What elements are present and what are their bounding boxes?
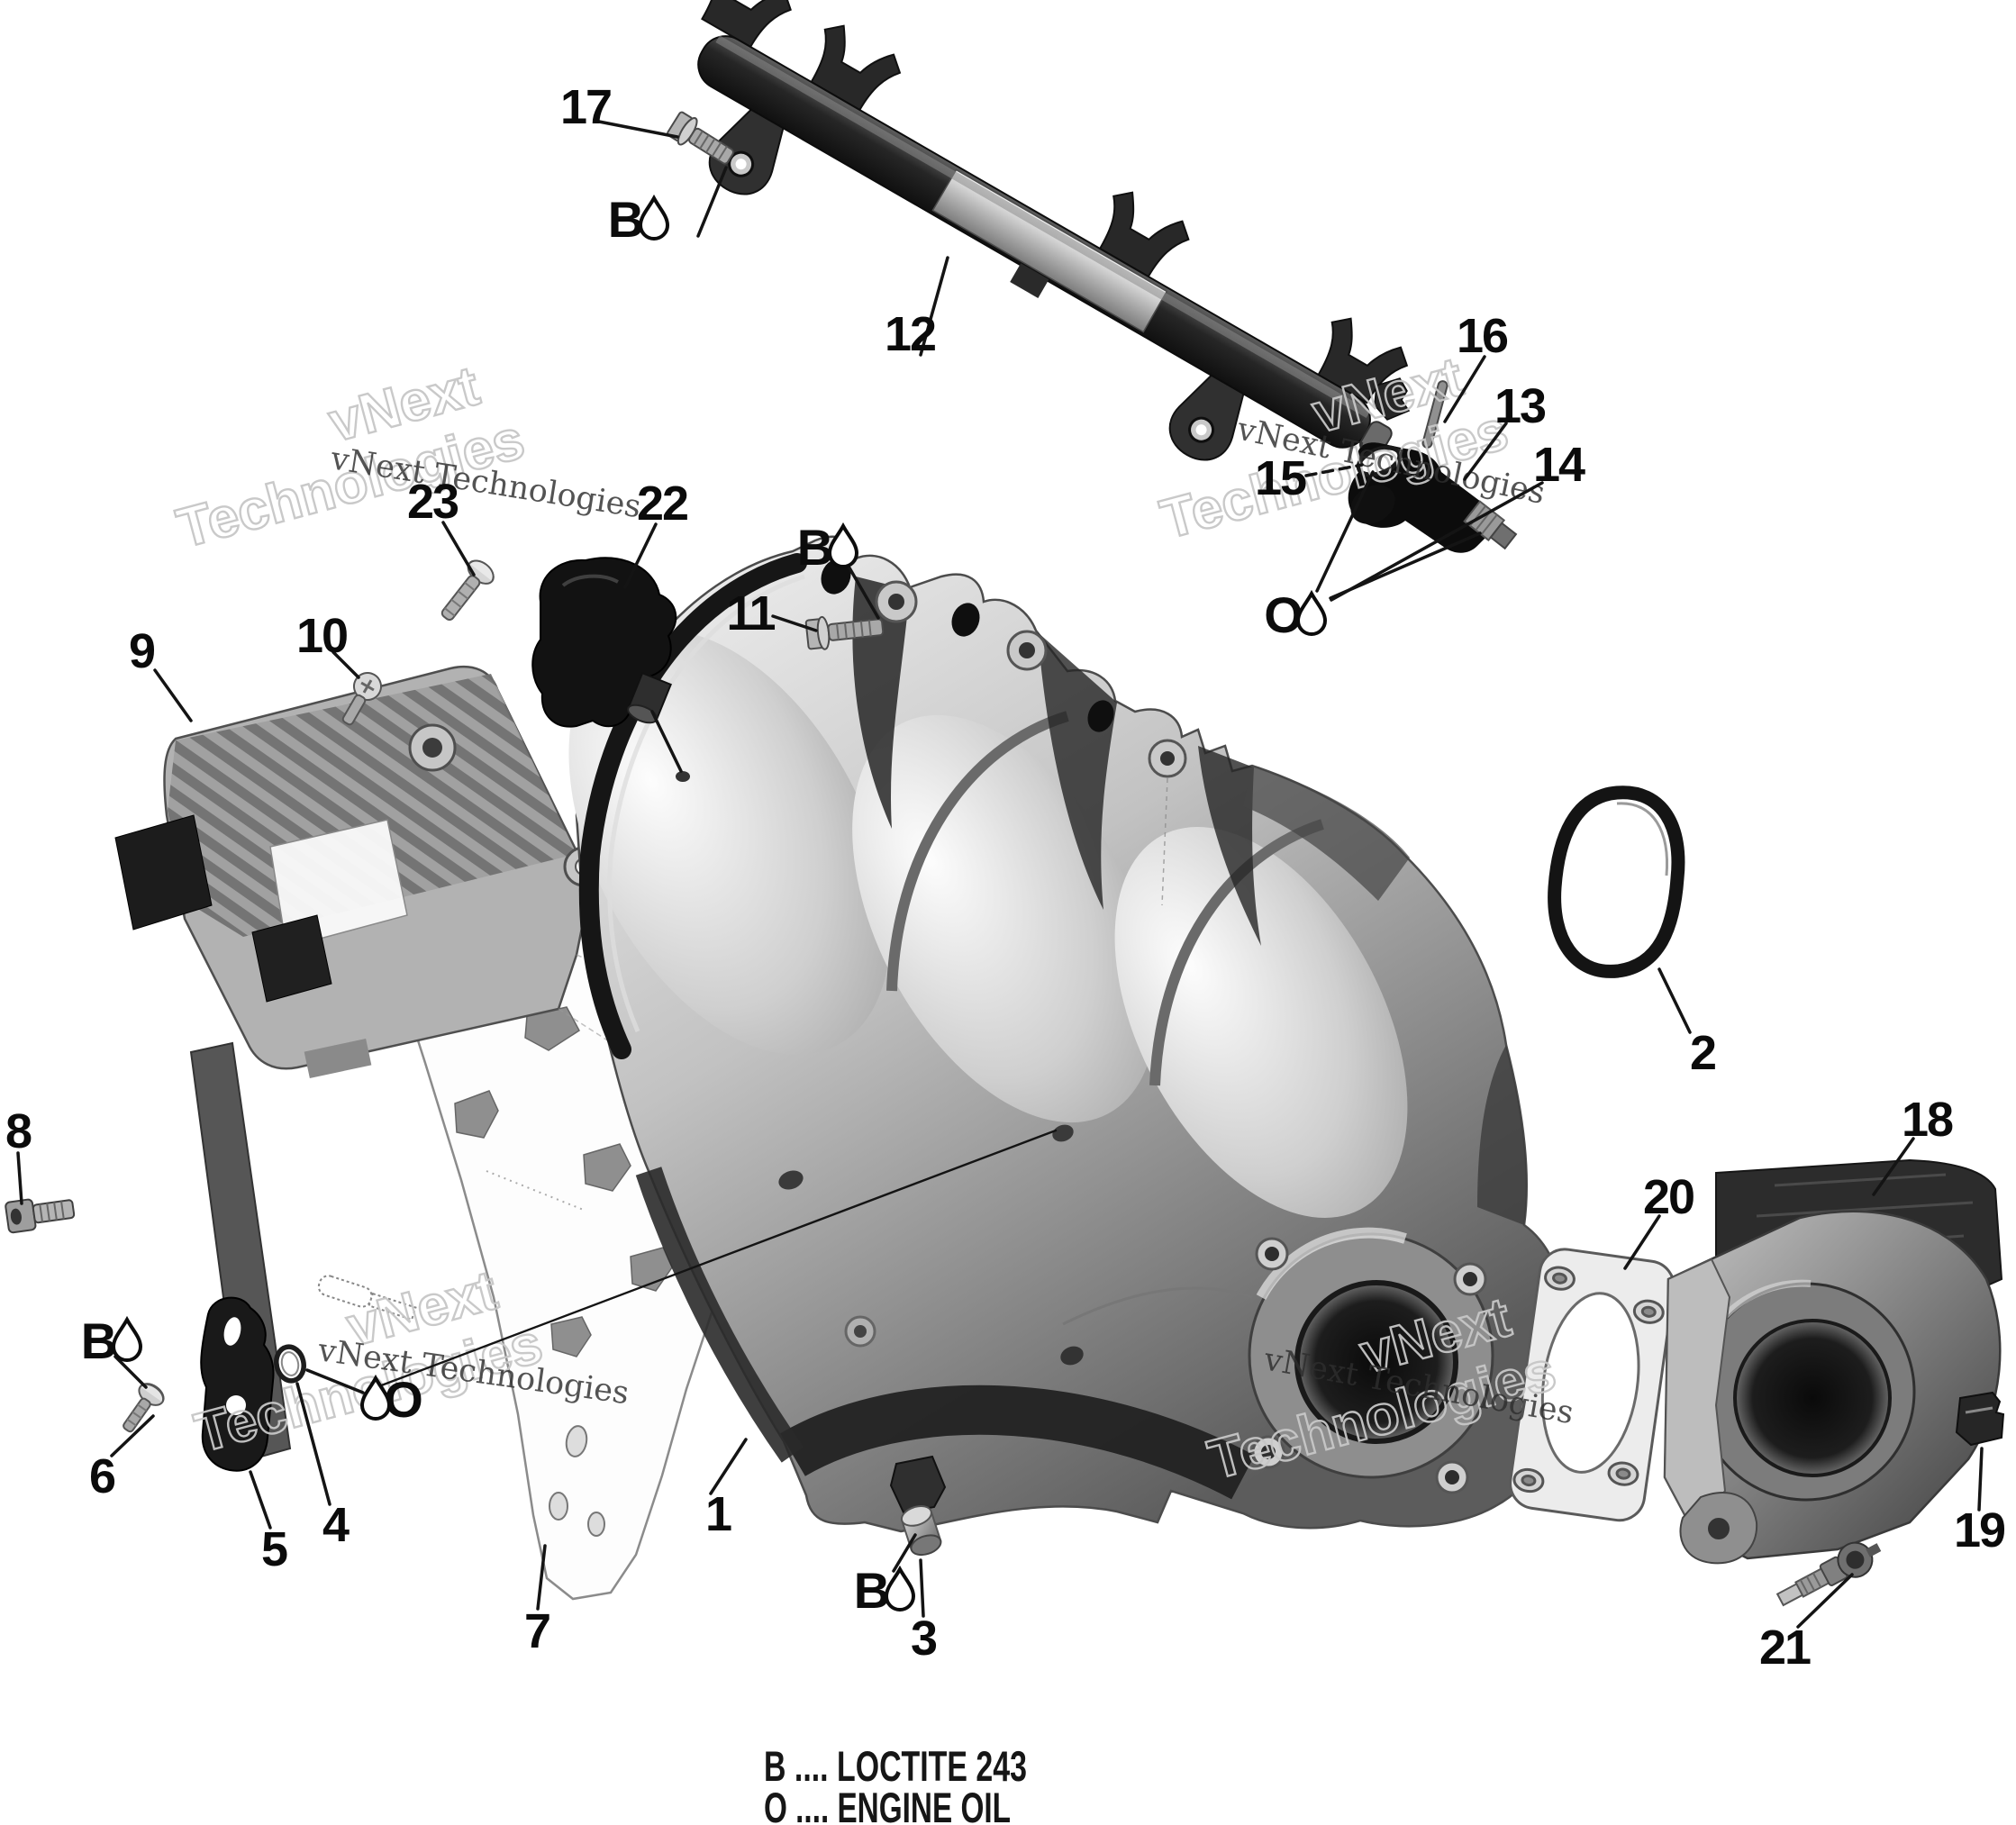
symbol-o-mark-4: O [1264,586,1328,643]
part-label-21: 21 [1759,1621,1811,1675]
part-label-1: 1 [705,1487,731,1541]
part-8-screw [5,1198,76,1234]
leader-line-8 [1329,531,1482,600]
part-22-map-sensor [531,557,677,728]
part-label-16: 16 [1457,309,1508,363]
legend-line-b: B .... LOCTITE 243 [764,1742,1027,1790]
part-20-gasket [1509,1248,1675,1522]
symbol-letter-B: B [854,1562,890,1619]
leader-lines [16,120,1984,1629]
leader-line-0 [597,120,679,139]
leader-line-24 [249,1470,272,1530]
part-15-o-ring [1356,445,1403,477]
leader-line-5 [1330,481,1544,602]
part-10-screw [341,672,382,726]
symbol-marks: B B B B O O [81,191,1328,1619]
phantom-screw [317,1275,417,1321]
leader-line-2 [919,256,949,357]
symbol-letter-O: O [1264,586,1303,643]
leader-line-26 [305,1368,365,1394]
leader-line-11 [650,710,683,773]
part-label-13: 13 [1494,379,1546,433]
part-17-bolt [667,111,734,165]
leader-line-1 [696,166,728,238]
symbol-b-mark-2: B [81,1312,143,1369]
oil-drop-icon [111,1315,143,1362]
legend-line-o: O .... ENGINE OIL [764,1784,1011,1825]
oil-drop-icon [359,1374,392,1421]
part-label-18: 18 [1902,1093,1953,1147]
part-label-8: 8 [5,1104,32,1158]
oil-drop-icon [638,194,670,241]
part-label-5: 5 [261,1522,287,1576]
leader-line-20 [1796,1573,1854,1629]
part-label-9: 9 [129,624,155,678]
part-18-throttle-body [1663,1158,2003,1565]
part-21-sensor [1775,1541,1882,1607]
part-label-20: 20 [1643,1170,1694,1224]
oil-drop-icon [827,522,859,568]
part-label-11: 11 [726,586,775,640]
leader-line-17 [1872,1137,1915,1196]
oil-drop-icon [884,1565,916,1612]
symbol-b-mark-3: B [854,1562,916,1619]
part-23-screw [440,559,495,621]
leader-line-12 [331,650,360,679]
part-label-19: 19 [1954,1503,2005,1557]
part-5-rubber-mount [200,1296,275,1472]
part-4-o-ring [274,1344,306,1384]
leader-line-13 [153,668,193,722]
part-label-6: 6 [89,1449,115,1503]
leader-line-14 [771,614,818,632]
leader-line-4 [1463,422,1508,481]
part-label-4: 4 [322,1498,350,1552]
leader-line-25 [295,1382,331,1506]
part-label-14: 14 [1533,438,1585,492]
part-6-screw [123,1383,165,1433]
leader-line-3 [1443,355,1486,423]
symbol-b-mark-0: B [608,191,670,248]
leader-line-7 [1315,470,1375,593]
part-label-22: 22 [637,477,687,531]
leader-line-16 [1657,967,1692,1034]
leader-line-31 [919,1558,925,1618]
part-label-15: 15 [1255,451,1306,505]
part-11-bolt [804,615,885,650]
part-label-2: 2 [1690,1026,1715,1080]
leader-line-22 [114,1355,148,1389]
part-19-clip [1955,1391,2005,1447]
leader-line-23 [110,1414,155,1457]
leader-line-27 [375,1129,1058,1389]
symbol-letter-B: B [608,191,644,248]
part-label-3: 3 [911,1612,937,1666]
part-label-7: 7 [524,1604,549,1658]
leader-line-19 [1977,1447,1984,1512]
leader-line-21 [16,1151,23,1205]
leader-line-28 [536,1544,547,1611]
leader-line-9 [441,521,476,577]
part-2-seal-ring [1548,785,1685,978]
symbol-letter-B: B [797,519,833,576]
leader-line-10 [623,522,658,589]
symbol-letter-O: O [384,1371,423,1428]
legend: B .... LOCTITE 243 O .... ENGINE OIL [764,1742,1027,1825]
part-label-17: 17 [560,80,611,134]
part-label-12: 12 [885,307,935,361]
symbol-letter-B: B [81,1312,117,1369]
part-label-10: 10 [296,609,347,663]
part-9-ecm-module [114,665,704,1463]
symbol-o-mark-5: O [359,1371,423,1428]
leader-line-15 [846,563,880,620]
symbol-b-mark-1: B [797,519,859,576]
leader-line-18 [1623,1214,1661,1270]
leader-line-6 [1304,463,1364,477]
leader-line-30 [892,1533,917,1573]
leader-line-29 [709,1438,748,1495]
part-16-pin [1374,377,1448,449]
oil-drop-icon [1295,589,1328,636]
part-label-23: 23 [407,475,459,529]
part-1-intake-manifold [568,535,1569,1533]
